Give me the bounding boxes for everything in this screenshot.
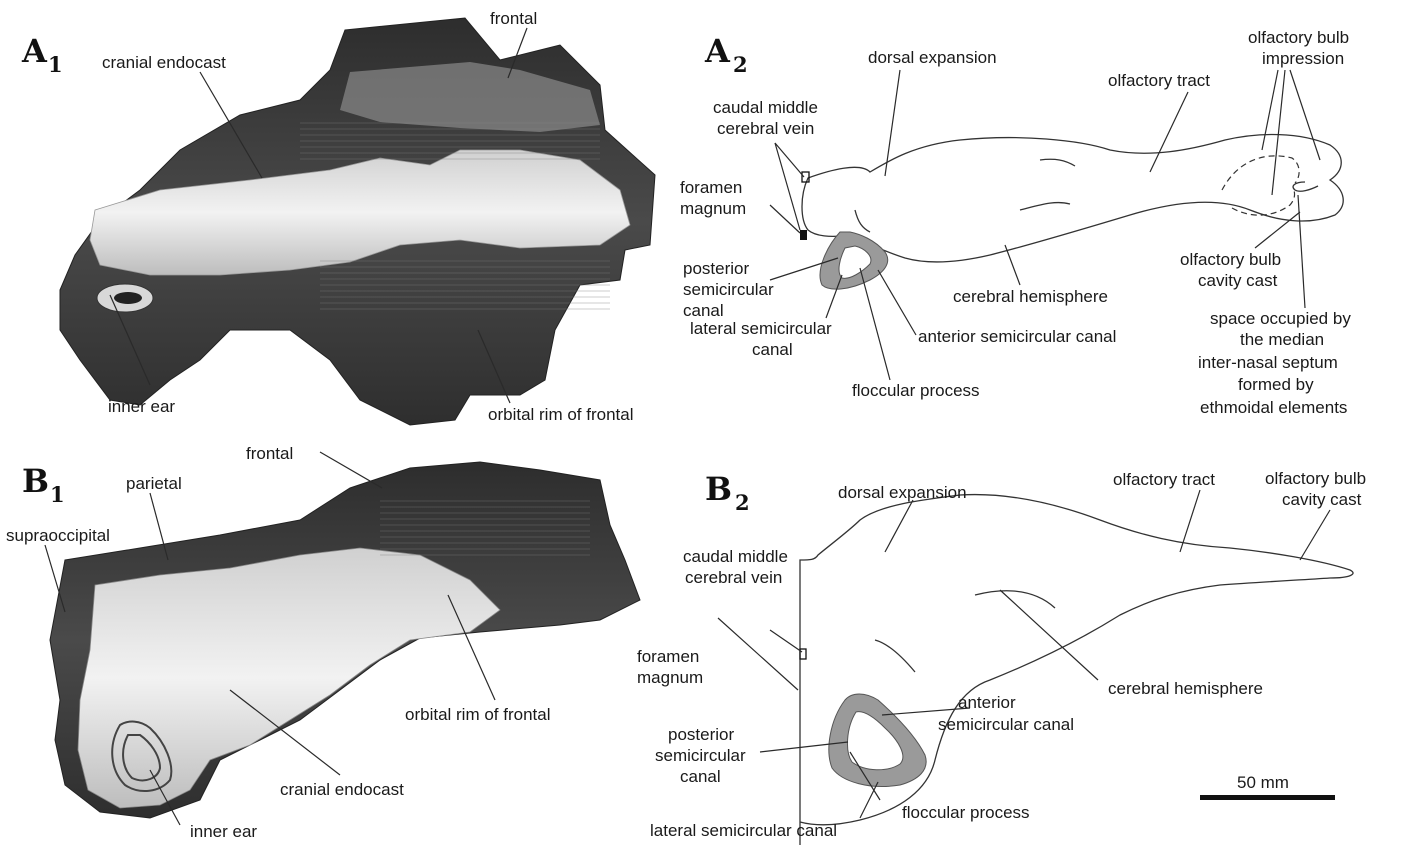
b1-supraoccipital-label: supraoccipital [6,526,110,545]
b2-dorsal-leader [885,500,913,552]
a2-posterior-label-3: canal [683,301,724,320]
b2-posterior-label-3: canal [680,767,721,786]
b2-bulb-cavity-label-2: cavity cast [1282,490,1362,509]
a2-vein-leader-2 [775,143,800,230]
b1-endocast-light [78,548,500,808]
a2-foramen-label-1: foramen [680,178,742,197]
panel-b1-subscript: 1 [50,482,65,507]
b2-crease-2 [875,640,915,672]
b2-posterior-label-1: posterior [668,725,734,744]
a2-anterior-leader [878,270,916,335]
a2-vein-marker [802,172,809,182]
a2-crease-3 [855,210,870,232]
a2-posterior-label-1: posterior [683,259,749,278]
b1-frontal-leader [320,452,382,488]
a2-bulb-notch [1293,182,1318,191]
b2-vein-label-2: cerebral vein [685,568,782,587]
panel-a2-letter: A [704,32,731,70]
b1-orbital-label: orbital rim of frontal [405,705,551,724]
b2-posterior-label-2: semicircular [655,746,746,765]
scale-bar [1200,795,1335,800]
a2-vein-label-1: caudal middle [713,98,818,117]
a2-septum-label-1: space occupied by [1210,309,1351,328]
panel-a1-subscript: 1 [48,52,63,77]
a1-inner-ear-hole [114,292,142,304]
panel-b2-letter: B [705,470,732,508]
a2-impression-label-1: olfactory bulb [1248,28,1349,47]
a2-floccular-leader [860,268,890,380]
a2-bulb-cavity-label-2: cavity cast [1198,271,1278,290]
b2-tract-label: olfactory tract [1113,470,1215,489]
a2-septum-label-5: ethmoidal elements [1200,398,1347,417]
a1-inner-ear-label: inner ear [108,397,175,416]
a2-floccular-label: floccular process [852,381,980,400]
a1-frontal-label: frontal [490,9,537,28]
b2-dorsal-label: dorsal expansion [838,483,967,502]
b2-floccular-label: floccular process [902,803,1030,822]
b2-vein-label-1: caudal middle [683,547,788,566]
a2-impression-leader-1 [1262,70,1278,150]
b1-parietal-label: parietal [126,474,182,493]
b2-foramen-label-2: magnum [637,668,703,687]
b2-tract-leader [1180,490,1200,552]
a2-lateral-label-1: lateral semicircular [690,319,832,338]
a1-orbital-label: orbital rim of frontal [488,405,634,424]
a2-septum-label-4: formed by [1238,375,1314,394]
scale-bar-label: 50 mm [1237,773,1289,792]
a2-foramen-leader [770,205,800,233]
a2-lateral-label-2: canal [752,340,793,359]
a2-anterior-label: anterior semicircular canal [918,327,1116,346]
b2-anterior-label-1: anterior [958,693,1016,712]
a2-septum-label-3: inter-nasal septum [1198,353,1338,372]
a2-posterior-label-2: semicircular [683,280,774,299]
b1-endocast-label: cranial endocast [280,780,404,799]
b2-lateral-leader [860,782,878,818]
b1-bone-streaks [380,500,590,560]
b2-hemisphere-label: cerebral hemisphere [1108,679,1263,698]
a1-endocast-label: cranial endocast [102,53,226,72]
a2-foramen-label-2: magnum [680,199,746,218]
b2-foramen-leader [718,618,798,690]
b2-bulb-cavity-leader [1300,510,1330,560]
b2-vein-marker [800,649,806,659]
a2-septum-leader [1298,195,1305,308]
panel-a2-subscript: 2 [733,52,748,77]
panel-b2-drawing [800,495,1353,845]
a2-impression-leader-3 [1290,70,1320,160]
panel-b1-letter: B [22,462,49,500]
a2-bulb-impression-dashed [1222,156,1299,215]
b2-lateral-label: lateral semicircular canal [650,821,837,840]
panel-b2-subscript: 2 [735,490,750,515]
b2-anterior-leader [882,708,970,715]
a2-hemisphere-label: cerebral hemisphere [953,287,1108,306]
b2-anterior-label-2: semicircular canal [938,715,1074,734]
a2-tract-leader [1150,92,1188,172]
b2-foramen-label-1: foramen [637,647,699,666]
panel-a1-specimen [60,18,655,425]
a2-bulb-cavity-leader [1255,212,1300,248]
a2-foramen-marker [800,230,807,240]
a2-hemisphere-crease [1020,203,1070,210]
b2-hemisphere-crease [975,591,1055,608]
panel-a1-letter: A [21,32,48,70]
b2-endocast-outline [800,495,1353,845]
panel-b1-specimen [50,462,640,818]
a1-bone-streaks-lower [320,260,610,310]
b2-vein-leader [770,630,802,652]
a2-vein-label-2: cerebral vein [717,119,814,138]
b2-bulb-cavity-label-1: olfactory bulb [1265,469,1366,488]
a2-septum-label-2: the median [1240,330,1324,349]
a2-impression-label-2: impression [1262,49,1344,68]
b2-semicircular-canals [829,694,926,786]
b1-inner-ear-label: inner ear [190,822,257,841]
a2-crease-2 [1040,159,1075,166]
a2-hemisphere-leader [1005,245,1020,285]
a2-dorsal-label: dorsal expansion [868,48,997,67]
b1-frontal-label: frontal [246,444,293,463]
a2-bulb-cavity-label-1: olfactory bulb [1180,250,1281,269]
a2-tract-label: olfactory tract [1108,71,1210,90]
